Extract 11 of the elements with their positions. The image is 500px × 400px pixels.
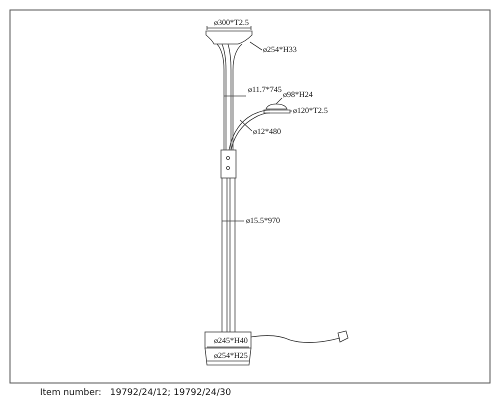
dimension-label: ø300*T2.5: [214, 19, 249, 27]
dimension-label: ø98*H24: [283, 91, 313, 99]
dimension-label: ø254*H33: [263, 46, 297, 54]
dimension-label: ø120*T2.5: [293, 107, 328, 115]
item-number-caption: Item number:: [40, 389, 102, 398]
dimension-label: ø254*H25: [214, 352, 248, 360]
dimension-label: ø245*H40: [214, 337, 248, 345]
dimension-label: ø11.7*745: [248, 86, 282, 94]
dimension-label: ø12*480: [253, 128, 281, 136]
dimension-label: ø15.5*970: [246, 217, 280, 225]
item-number-value: 19792/24/12; 19792/24/30: [110, 389, 232, 398]
